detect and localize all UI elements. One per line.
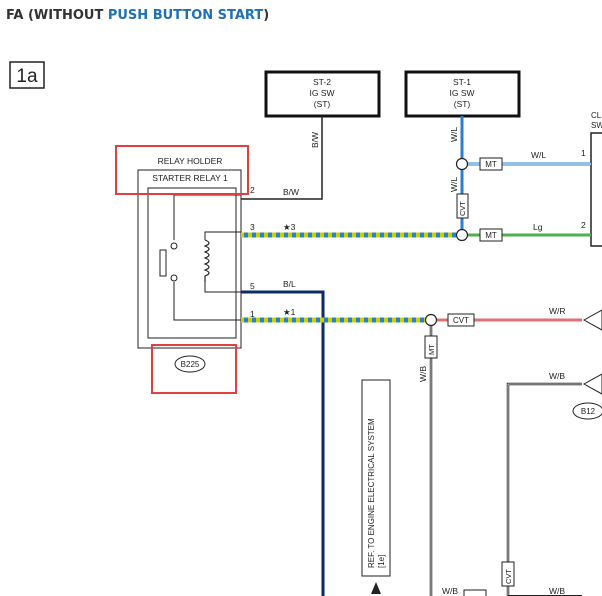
wire-label-lg: Lg: [533, 222, 543, 232]
tag-cvt-label: CVT: [458, 201, 467, 216]
wire-label-wl: W/L: [449, 177, 459, 192]
wire-label-star1: ★1: [283, 307, 296, 317]
tag-mt-label: MT: [485, 160, 497, 169]
ref-arrow-icon: [371, 582, 381, 594]
wire-wb: [506, 382, 582, 596]
ref-engine-box: [361, 379, 391, 577]
starter-relay-label: STARTER RELAY 1: [152, 173, 228, 183]
connector-arrow: [582, 309, 602, 331]
wire-label-star3: ★3: [283, 222, 296, 232]
tag-cvt-label: CVT: [504, 569, 513, 584]
header-prefix: FA (WITHOUT: [6, 8, 108, 23]
section-label-box: [9, 61, 45, 89]
wire-junction: [455, 157, 469, 171]
tag-cvt: [447, 313, 475, 327]
st2-line1: ST-2: [313, 77, 331, 87]
ref-engine-label: REF. TO ENGINE ELECTRICAL SYSTEM: [367, 418, 376, 568]
cl-switch-line1: CL: [591, 111, 602, 120]
relay-holder-label: RELAY HOLDER: [158, 156, 223, 166]
wire-wb-core: [507, 383, 582, 596]
pin-label: 2: [581, 220, 586, 230]
wire-label-wb: W/B: [549, 371, 565, 381]
wire-label-wl: W/L: [531, 150, 546, 160]
wire-bw: [241, 116, 323, 200]
wire-label-wb: W/B: [549, 586, 565, 596]
section-label: 1a: [16, 66, 38, 87]
wire-bl: [241, 290, 325, 596]
pin-label: 3: [250, 222, 255, 232]
ref-engine-page: [1e]: [377, 555, 386, 568]
wire-junction: [424, 313, 438, 327]
connector-b12: [572, 402, 602, 420]
tag-mt: [479, 157, 503, 171]
relay-internal-wire: [204, 282, 241, 293]
b225-highlight: [151, 344, 237, 394]
pin-label: 5: [250, 281, 255, 291]
wire-label-bw: B/W: [310, 132, 320, 148]
wire-label-bw: B/W: [283, 187, 299, 197]
pin-label: 2: [250, 185, 255, 195]
relay-internal-wire: [173, 282, 241, 321]
page-header: FA (WITHOUT PUSH BUTTON START): [6, 8, 269, 23]
connector-b225-label: B225: [181, 360, 200, 369]
tag-cvt: [456, 193, 469, 219]
relay-switch-arm: [159, 249, 167, 277]
header-highlight: PUSH BUTTON START: [107, 8, 264, 23]
st1-line1: ST-1: [453, 77, 471, 87]
pin-label: 1: [250, 309, 255, 319]
relay-holder-highlight: [115, 145, 249, 195]
wire-label-wb: W/B: [442, 586, 458, 596]
connector-b12-label: B12: [581, 407, 596, 416]
wire-label-bl: B/L: [283, 279, 296, 289]
tag-partial: [463, 589, 487, 596]
cl-switch-box: [590, 132, 602, 247]
connector-b225: [174, 355, 206, 373]
tag-mt-label: MT: [427, 344, 436, 355]
relay-contact: [170, 242, 178, 250]
header-suffix: ): [263, 8, 270, 23]
cl-switch-line2: SW: [591, 121, 602, 130]
st2-line3: (ST): [314, 99, 331, 109]
st2-line2: IG SW: [309, 88, 334, 98]
wire-junction: [455, 228, 469, 242]
tag-mt-label: MT: [485, 231, 497, 240]
relay-coil-icon: [203, 239, 210, 282]
relay-internal-wire: [204, 231, 241, 240]
st1-line2: IG SW: [449, 88, 474, 98]
tag-mt: [479, 228, 503, 242]
connector-arrow: [582, 373, 602, 395]
tag-cvt: [501, 561, 515, 587]
wire-label-wb: W/B: [418, 366, 428, 382]
wire-label-wr: W/R: [549, 306, 566, 316]
tag-mt: [424, 335, 438, 359]
st2-ig-switch-box: [264, 70, 381, 118]
relay-contact: [170, 274, 178, 282]
wire-label-wl: W/L: [449, 127, 459, 142]
pin-label: 1: [581, 148, 586, 158]
st1-line3: (ST): [454, 99, 471, 109]
tag-cvt-label: CVT: [453, 316, 469, 325]
